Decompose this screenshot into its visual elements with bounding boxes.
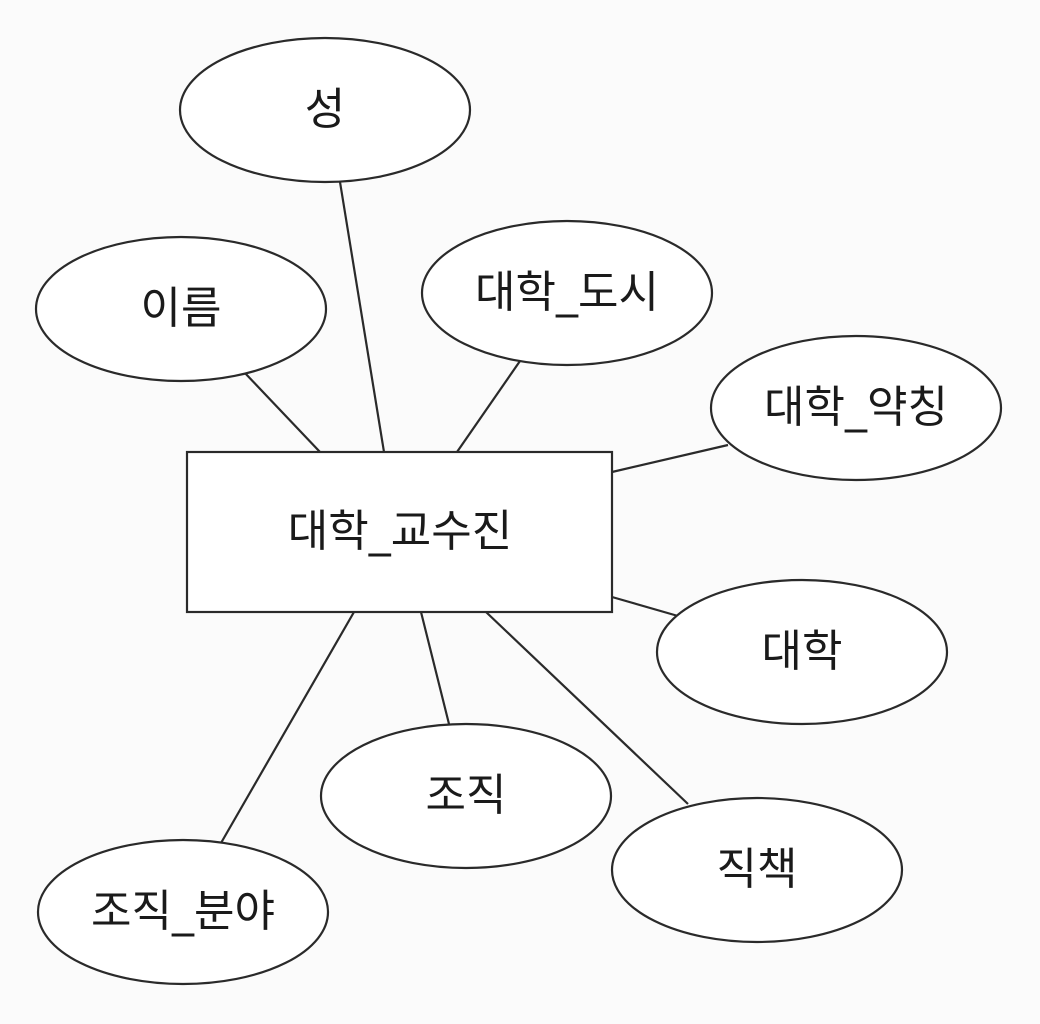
attribute-label: 대학 — [762, 626, 843, 677]
attribute-label: 직책 — [717, 844, 798, 895]
attribute-daehak-dosi: 대학_도시 — [420, 219, 714, 367]
attribute-ellipse — [319, 722, 613, 870]
connectors — [220, 181, 729, 844]
attribute-seong: 성 — [178, 36, 472, 184]
edge-entity-daehak-yakching — [611, 443, 729, 474]
entity-faculty: 대학_교수진 — [185, 450, 614, 614]
edge-entity-daehak-dosi — [456, 360, 521, 453]
attribute-label: 성 — [305, 84, 345, 135]
attribute-ellipse — [420, 219, 714, 367]
attribute-ellipse — [709, 334, 1003, 482]
edge-entity-ireum — [243, 371, 321, 453]
edge-entity-daehak — [611, 595, 679, 618]
attribute-label: 조직 — [426, 770, 507, 821]
attribute-ellipse — [178, 36, 472, 184]
attribute-ellipse — [34, 235, 328, 383]
edge-entity-jikchaek — [485, 611, 689, 805]
attribute-jojik: 조직 — [319, 722, 613, 870]
entity-label: 대학_교수진 — [288, 506, 512, 557]
attribute-ireum: 이름 — [34, 235, 328, 383]
attribute-label: 조직_분야 — [91, 886, 275, 937]
attribute-jikchaek: 직책 — [610, 796, 904, 944]
edge-entity-seong — [338, 181, 386, 453]
attribute-label: 대학_도시 — [475, 267, 659, 318]
entity-box — [185, 450, 614, 614]
attribute-daehak: 대학 — [655, 578, 949, 726]
attribute-ellipse — [36, 838, 330, 986]
attribute-ellipse — [610, 796, 904, 944]
edge-entity-jojik — [419, 611, 451, 725]
attribute-daehak-yakching: 대학_약칭 — [709, 334, 1003, 482]
attribute-label: 이름 — [141, 283, 222, 334]
attribute-ellipse — [655, 578, 949, 726]
edge-entity-jojik-bunya — [220, 611, 355, 844]
attribute-label: 대학_약칭 — [764, 382, 948, 433]
attribute-jojik-bunya: 조직_분야 — [36, 838, 330, 986]
